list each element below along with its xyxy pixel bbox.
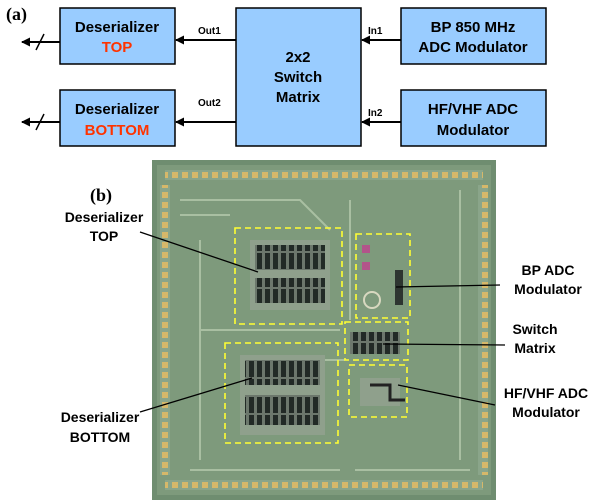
callout-deserializer-top-line2: TOP xyxy=(90,228,119,244)
switch-matrix-line2: Switch xyxy=(274,69,322,86)
deserializer-top-block: Deserializer TOP xyxy=(59,7,176,65)
switch-matrix-block: 2x2 Switch Matrix xyxy=(235,7,362,147)
deserializer-top-line2: TOP xyxy=(102,39,133,56)
deserializer-top-line1: Deserializer xyxy=(75,19,159,36)
switch-matrix-line3: Matrix xyxy=(276,89,321,106)
pointer-hf-adc xyxy=(397,384,496,406)
callout-deserializer-top-line1: Deserializer xyxy=(65,209,144,225)
deserializer-bottom-line2: BOTTOM xyxy=(85,122,150,139)
pointer-deserializer-top xyxy=(139,231,259,273)
out2-label: Out2 xyxy=(198,98,221,109)
chip-die-photo xyxy=(152,160,496,500)
out1-label: Out1 xyxy=(198,26,221,37)
region-switch-matrix xyxy=(344,321,409,361)
region-deserializer-top xyxy=(234,227,343,325)
callout-deserializer-bottom-line1: Deserializer xyxy=(61,409,140,425)
region-bp-adc xyxy=(355,233,411,319)
callout-bp-adc-line2: Modulator xyxy=(514,281,582,297)
hf-modulator-line1: HF/VHF ADC xyxy=(428,101,518,118)
in2-label: In2 xyxy=(368,108,383,119)
bp-modulator-block: BP 850 MHz ADC Modulator xyxy=(400,7,547,65)
callout-switch-line1: Switch xyxy=(512,321,557,337)
callout-deserializer-bottom-line2: BOTTOM xyxy=(70,429,130,445)
callout-switch-line2: Matrix xyxy=(514,340,555,356)
switch-matrix-line1: 2x2 xyxy=(285,49,310,66)
pointer-deserializer-bottom xyxy=(139,377,253,413)
callout-hf-adc-line1: HF/VHF ADC xyxy=(504,385,588,401)
region-deserializer-bottom xyxy=(224,342,339,444)
deserializer-bottom-block: Deserializer BOTTOM xyxy=(59,89,176,147)
hf-modulator-line2: Modulator xyxy=(437,122,510,139)
bp-modulator-line2: ADC Modulator xyxy=(418,39,527,56)
panel-b-label: (b) xyxy=(90,185,112,206)
callout-hf-adc-line2: Modulator xyxy=(512,404,580,420)
panel-a-label: (a) xyxy=(6,4,27,25)
deserializer-bottom-line1: Deserializer xyxy=(75,101,159,118)
top-output-bus-arrow xyxy=(21,33,60,51)
region-hf-adc xyxy=(348,364,408,418)
pointer-bp-adc xyxy=(395,284,501,288)
pointer-switch-matrix xyxy=(382,343,506,346)
hf-modulator-block: HF/VHF ADC Modulator xyxy=(400,89,547,147)
bottom-output-bus-arrow xyxy=(21,113,60,131)
callout-bp-adc-line1: BP ADC xyxy=(522,262,575,278)
in1-label: In1 xyxy=(368,26,383,37)
bp-modulator-line1: BP 850 MHz xyxy=(431,19,516,36)
